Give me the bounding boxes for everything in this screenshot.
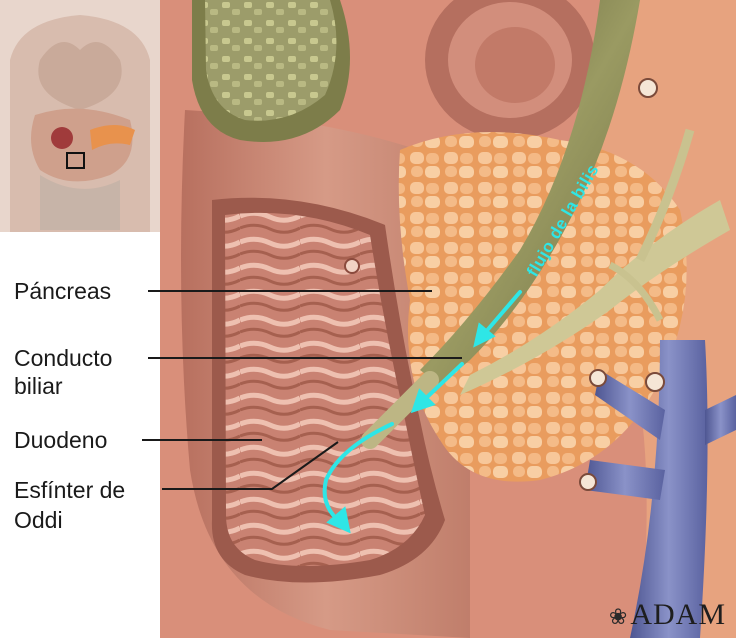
vessel-section-2 (646, 373, 664, 391)
adam-logo: ❀ADAM (609, 598, 726, 632)
vessel-section-3 (580, 474, 596, 490)
label-bile-duct-line1: Conducto (14, 344, 112, 372)
stomach-lumen (475, 27, 555, 103)
label-sphincter-line1: Esfínter de (14, 476, 125, 504)
label-pancreas: Páncreas (14, 277, 111, 305)
locator-inset (0, 0, 160, 232)
leaf-icon: ❀ (609, 604, 628, 629)
vessel-section-1 (590, 370, 606, 386)
inset-gallbladder (51, 127, 73, 149)
label-bile-duct-line2: biliar (14, 372, 63, 400)
vessel-section-top (639, 79, 657, 97)
label-duodenum: Duodeno (14, 426, 107, 454)
minor-papilla (345, 259, 359, 273)
brand-name: ADAM (630, 598, 726, 631)
inset-liver (31, 109, 133, 182)
label-sphincter-line2: Oddi (14, 506, 63, 534)
